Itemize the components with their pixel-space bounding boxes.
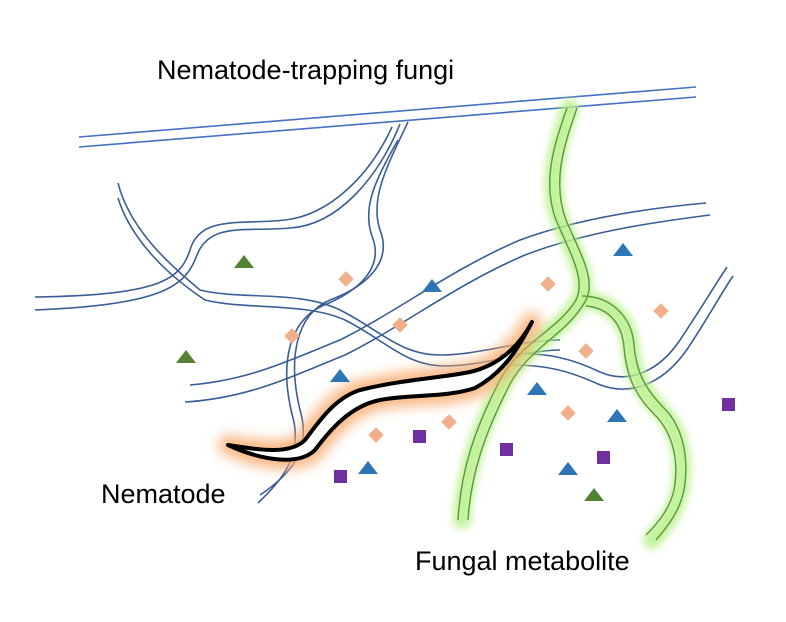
metabolite-diamond: [560, 405, 576, 421]
metabolite-triangle-blue: [527, 382, 547, 395]
green-triangle-markers: [176, 255, 604, 501]
square-markers: [334, 398, 735, 483]
nematode-label: Nematode: [101, 479, 226, 509]
metabolite-triangle-blue: [558, 462, 578, 475]
metabolite-triangle-blue: [358, 461, 378, 474]
metabolite-square: [413, 430, 426, 443]
top-hypha: [78, 86, 697, 148]
metabolite-diamond: [392, 317, 408, 333]
hypha-strand: [184, 214, 711, 403]
hypha-strand: [34, 123, 401, 311]
metabolite-triangle-green: [234, 255, 254, 268]
metabolite-triangle-blue: [422, 279, 442, 292]
metabolite-triangle-blue: [607, 409, 627, 422]
metabolite-square: [722, 398, 735, 411]
metabolite-square: [334, 470, 347, 483]
metabolite-square: [500, 443, 513, 456]
metabolite-square: [597, 451, 610, 464]
metabolite-triangle-green: [584, 488, 604, 501]
metabolite-triangle-green: [176, 350, 196, 363]
metabolite-triangle-blue: [613, 243, 633, 256]
fungi-label: Nematode-trapping fungi: [157, 55, 455, 85]
fungal-hyphae-network: [34, 121, 734, 504]
nematode-body: [226, 320, 534, 462]
metabolite-diamond: [441, 414, 457, 430]
metabolite-hypha: [457, 107, 687, 541]
metabolite-triangle-blue: [330, 369, 350, 382]
metabolite-hypha-glow: [453, 99, 691, 549]
metabolite-diamond: [540, 276, 556, 292]
metabolite-diamond: [338, 271, 354, 287]
metabolite-diamond: [368, 427, 384, 443]
metabolite-diamond: [578, 343, 594, 359]
metabolite-label: Fungal metabolite: [415, 546, 630, 576]
hypha-strand: [117, 182, 561, 356]
metabolite-diamond: [653, 303, 669, 319]
hypha-strand: [34, 126, 393, 298]
blue-triangle-markers: [330, 243, 633, 475]
